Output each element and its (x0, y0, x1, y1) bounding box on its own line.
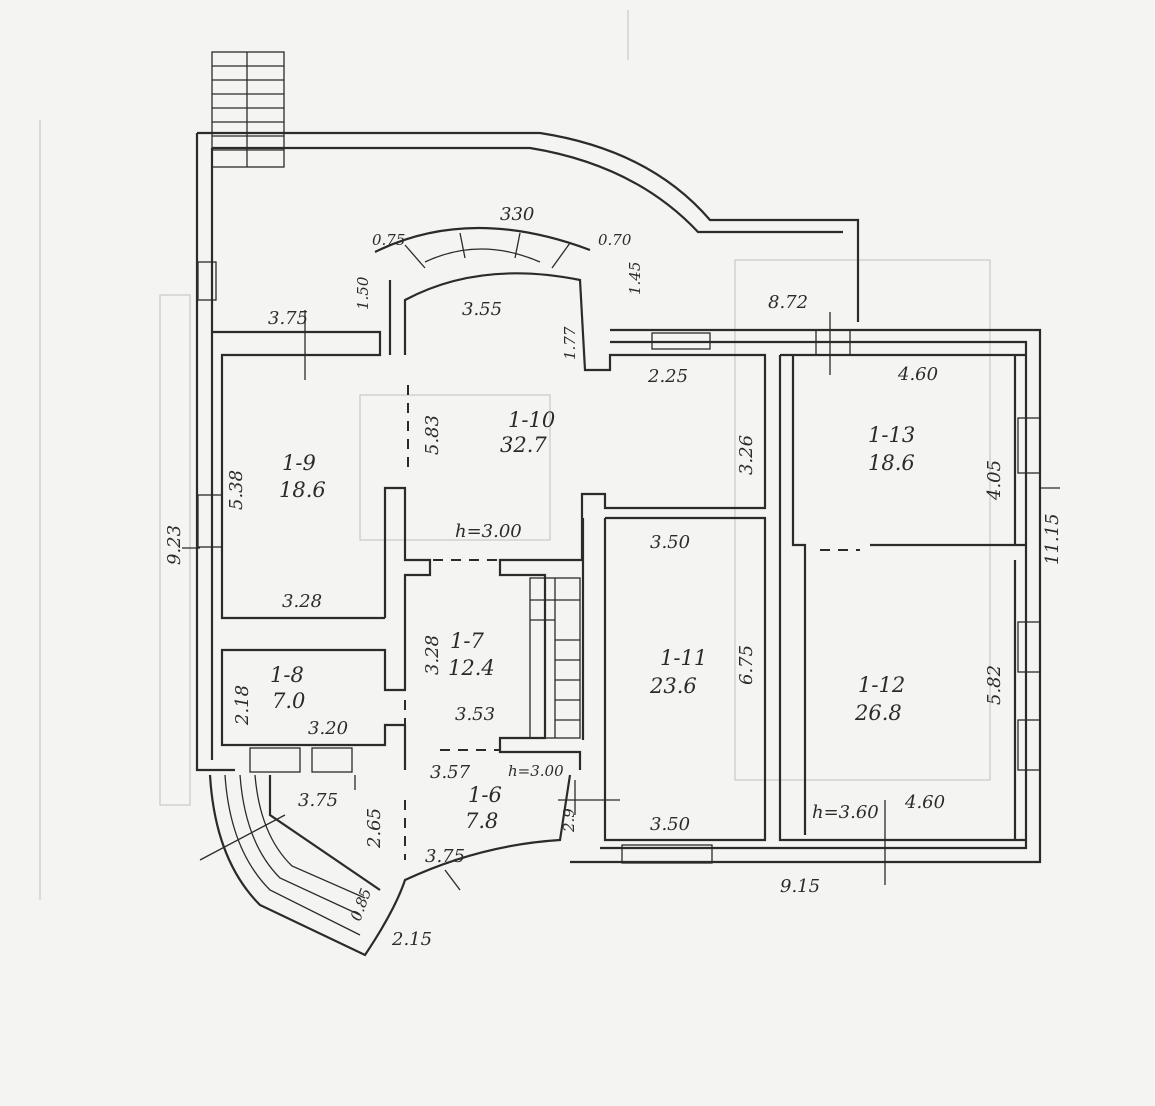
ceiling-height-1: h=3.00 (455, 521, 522, 542)
room-label-1-12: 1-12 (858, 673, 905, 697)
room-label-1-13: 1-13 (868, 423, 915, 447)
dim-room7-bottom: 3.53 (455, 704, 495, 725)
dim-room8-bottom: 3.20 (308, 718, 348, 739)
dim-left-jamb: 0.75 (372, 231, 405, 249)
dim-bay-width: 3.55 (462, 299, 502, 320)
dim-room12-bottom: 4.60 (904, 792, 945, 813)
dim-porch-arc: 2.15 (391, 929, 432, 950)
room-label-1-11: 1-11 (660, 646, 707, 670)
dim-overall-right: 11.15 (1042, 513, 1063, 565)
dim-room6-side: 2.9 (560, 808, 578, 833)
room-label-1-10: 1-10 (508, 408, 555, 432)
bleed-through-lines (39, 10, 991, 900)
dim-room9-side: 5.38 (226, 470, 247, 510)
dim-bay-depth: 1.77 (561, 326, 579, 360)
dim-room9-bottom: 3.28 (282, 591, 322, 612)
dim-room10-step: 2.25 (647, 366, 688, 387)
dim-room8-side: 2.18 (232, 685, 253, 726)
dim-room13-top: 4.60 (897, 364, 938, 385)
dim-room11-side: 6.75 (736, 645, 757, 685)
dim-room6-curve: 3.75 (425, 846, 465, 867)
dim-room7-side: 3.28 (422, 635, 443, 675)
room-area-1-10: 32.7 (500, 433, 547, 457)
room-area-1-12: 26.8 (854, 701, 902, 725)
dim-porch-side: 2.65 (364, 808, 385, 849)
dimension-ticks (182, 310, 1060, 885)
room-label-1-9: 1-9 (282, 451, 316, 475)
dim-room9-top: 3.75 (268, 308, 308, 329)
dim-room11-top: 3.50 (650, 532, 690, 553)
dim-room10-side: 5.83 (422, 415, 443, 455)
dim-right-jamb-h: 1.45 (626, 262, 644, 295)
dim-room11-bottom: 3.50 (650, 814, 690, 835)
dim-room6-top: 3.57 (430, 762, 471, 783)
room-label-1-6: 1-6 (468, 783, 502, 807)
dim-overall-bottom: 9.15 (780, 876, 820, 897)
dim-right-jamb: 0.70 (598, 231, 632, 249)
dim-left-jamb-h: 1.50 (354, 276, 372, 310)
interior-stair (529, 577, 581, 739)
dim-overall-top: 8.72 (768, 292, 808, 313)
room-area-1-6: 7.8 (465, 809, 498, 833)
interior-walls (212, 272, 1026, 860)
dim-room13-side: 4.05 (984, 460, 1005, 501)
windows (197, 261, 1041, 864)
dim-room10-right: 3.26 (736, 435, 757, 475)
room-label-1-7: 1-7 (450, 629, 484, 653)
room-area-1-9: 18.6 (279, 478, 326, 502)
room-area-1-8: 7.0 (272, 689, 305, 713)
porch (199, 774, 620, 957)
room-label-1-8: 1-8 (270, 663, 304, 687)
dim-arc-top: 330 (500, 204, 534, 225)
dim-porch-top: 3.75 (298, 790, 338, 811)
dim-overall-left: 9.23 (164, 525, 185, 565)
bay-window (374, 226, 591, 269)
ceiling-height-2: h=3.00 (508, 762, 564, 780)
ceiling-height-3: h=3.60 (812, 802, 879, 823)
room-area-1-11: 23.6 (649, 674, 697, 698)
room-area-1-7: 12.4 (448, 656, 495, 680)
dim-room12-side: 5.82 (984, 665, 1005, 705)
stair-top (211, 51, 285, 168)
room-area-1-13: 18.6 (868, 451, 915, 475)
